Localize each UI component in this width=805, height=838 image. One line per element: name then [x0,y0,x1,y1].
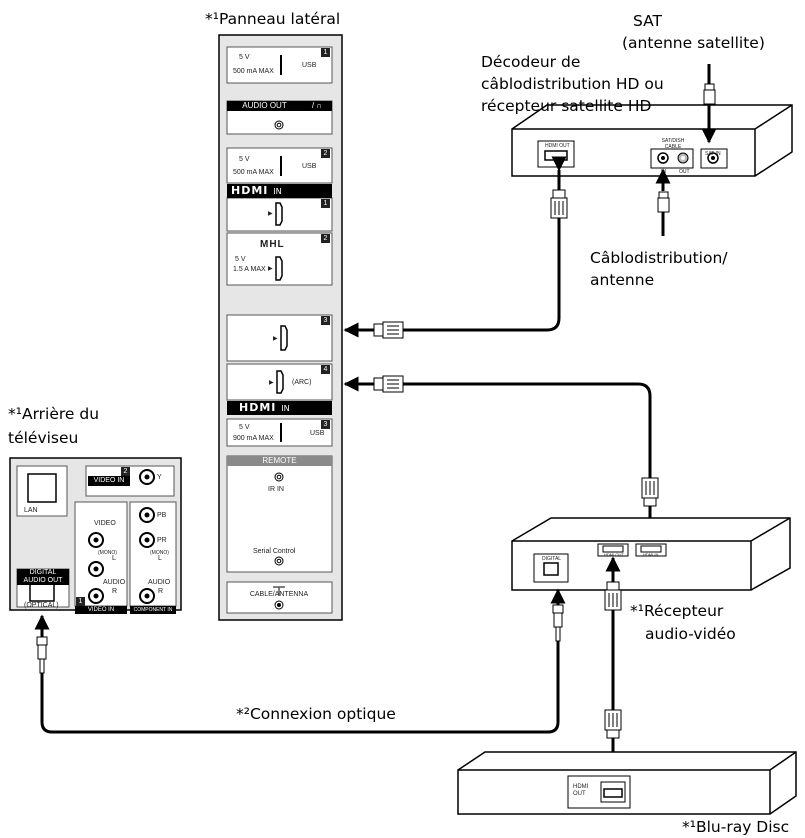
mhl-logo: MHL [260,239,285,250]
audio-label-2: AUDIO [148,579,171,586]
audio-out-label: AUDIO OUT [227,101,302,111]
tv-rear-label-line1: *¹Arrière du [8,405,100,423]
usb1-number: 1 [321,48,330,57]
av-receiver-label-line2: audio-vidéo [645,625,736,643]
l-label-2: L [158,555,162,562]
decoder-label-line2: câblodistribution HD ou [481,75,664,93]
optical-port-label: (OPTICAL) [24,602,59,609]
r-label-2: R [158,588,164,595]
optical-cable [34,588,566,734]
usb2-current: 500 mA MAX [233,169,274,176]
mhl-voltage: 5 V [235,256,246,263]
y-label: Y [157,474,162,481]
av-hdmi-out-label: HDMI OUT [604,552,624,557]
audio-out-symbol: / ∩ [302,101,332,111]
usb2-number: 2 [321,149,330,158]
usb3-number: 3 [321,420,330,429]
pb-label: PB [157,512,167,519]
serial-control-label: Serial Control [253,548,296,555]
video-in-top-number: 2 [121,467,130,476]
decoder-hdmi-out-label: HDMI OUT [545,143,570,149]
hdmi-cable-bluray-to-av [604,556,622,774]
audio-label: AUDIO [103,579,126,586]
av-digital-label: DIGITAL [542,556,562,562]
ir-in-label: IR IN [268,486,284,493]
decoder-box [511,104,793,177]
tv-rear-label-line2: téléviseu [8,429,79,447]
decoder-out-label: OUT [679,169,690,175]
pr-label: PR [157,537,167,544]
hdmi4-arc: (ARC) [292,379,312,386]
r-label: R [112,588,118,595]
mono-label-2: (MONO) [150,550,169,556]
video-in-top-label: VIDEO IN [88,476,130,486]
digital-audio-out-label: DIGITAL AUDIO OUT [17,569,69,585]
mhl-current: 1.5 A MAX [233,266,266,273]
hdmi3-arrow-icon: ▶ [273,336,278,342]
usb3-current: 900 mA MAX [233,435,274,442]
side-panel-title: *¹Panneau latéral [205,10,341,28]
hdmi-cable-decoder-to-tv [343,156,568,339]
mhl-number: 2 [321,234,330,243]
decoder-in-label: IN [661,169,666,175]
lan-label: LAN [24,507,38,514]
mhl-arrow-icon: ▶ [268,266,273,272]
decoder-sat-in-label: SAT IN [705,151,721,157]
usb2-voltage: 5 V [239,156,250,163]
sat-antenna-cable [701,64,717,144]
cable-label-line2: antenne [590,271,655,289]
hdmi-in-header-top: HDMI IN [227,184,332,198]
cable-antenna-coax [655,168,671,236]
cable-label-line1: Câblodistribution/ [590,249,728,267]
hdmi-logo-top: HDMI [231,184,269,197]
hdmi-cable-av-to-tv [343,375,659,536]
hdmi-logo-bottom: HDMI [239,401,277,414]
usb3-label: USB [310,430,325,437]
remote-label: REMOTE [227,456,332,466]
side-panel [218,34,343,621]
cable-antenna-port-label: CABLE/ANTENNA [249,591,309,598]
hdmi4-arrow-icon: ▶ [269,380,274,386]
rear-bottom-number: 1 [76,597,85,606]
bluray-box [457,751,797,815]
bluray-label: *¹Blu-ray Disc [682,818,790,836]
hdmi-in-top: IN [273,187,282,196]
usb3-voltage: 5 V [239,424,250,431]
av-receiver-label-line1: *¹Récepteur [630,602,724,620]
component-in-label: COMPONENT IN [130,606,176,614]
decoder-sat-cable-label: SAT/DISH CABLE [661,138,685,150]
sat-subtitle: (antenne satellite) [622,34,765,52]
l-label: L [112,555,116,562]
decoder-label-line3: récepteur satellite HD [481,97,652,115]
sat-title: SAT [633,12,662,30]
bluray-hdmi-out-label: HDMI OUT [573,784,589,797]
usb1-voltage: 5 V [239,54,250,61]
optical-connection-label: *²Connexion optique [236,705,396,723]
hdmi-in-header-bottom: HDMI IN [227,401,332,415]
video-label: VIDEO [94,520,116,527]
hdmi4-number: 4 [321,365,330,374]
hdmi3-number: 3 [321,316,330,325]
usb1-label: USB [302,62,317,69]
hdmi1-arrow-icon: ▶ [268,211,273,217]
hdmi-in-bottom: IN [281,404,290,413]
mono-label: (MONO) [98,550,117,556]
hdmi1-number: 1 [321,199,330,208]
av-receiver-box [511,517,791,591]
digital-line1: DIGITAL [29,569,57,576]
usb1-current: 500 mA MAX [233,68,274,75]
video-in-bottom-label: VIDEO IN [75,606,127,614]
decoder-label-line1: Décodeur de [481,53,581,71]
digital-line2: AUDIO OUT [23,577,63,584]
usb2-label: USB [302,163,317,170]
av-hdmi-in-label: HDMI IN [643,552,659,557]
